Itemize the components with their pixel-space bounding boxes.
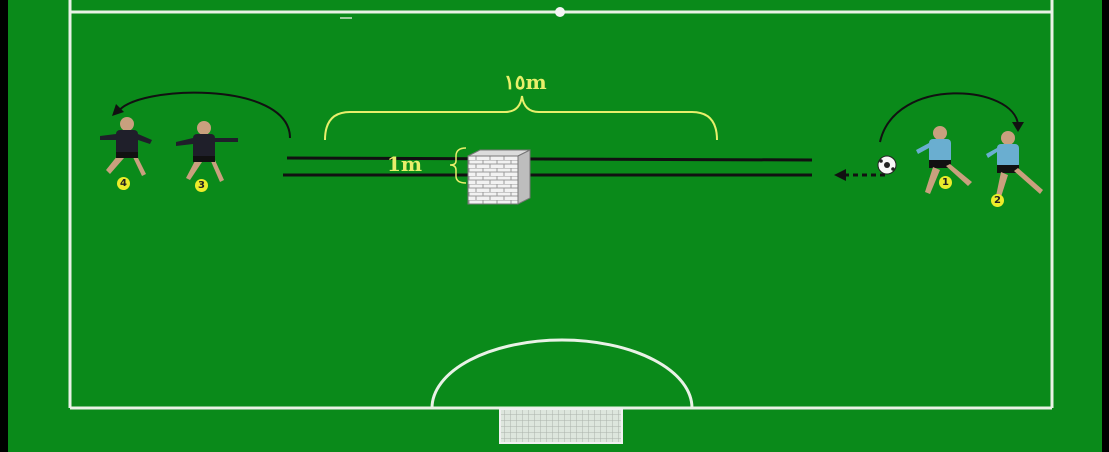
- wall-icon: [468, 150, 530, 204]
- pitch-surface: [8, 0, 1102, 452]
- ball-icon: [878, 156, 896, 174]
- player-number-badge: 3: [195, 179, 208, 192]
- center-spot: [555, 7, 565, 17]
- player-number-badge: 4: [117, 177, 130, 190]
- distance-label: ١٥m: [504, 70, 547, 94]
- goal-icon: [500, 409, 622, 443]
- height-label: 1m: [387, 152, 422, 176]
- player-number-badge: 1: [939, 176, 952, 189]
- player-number-badge: 2: [991, 194, 1004, 207]
